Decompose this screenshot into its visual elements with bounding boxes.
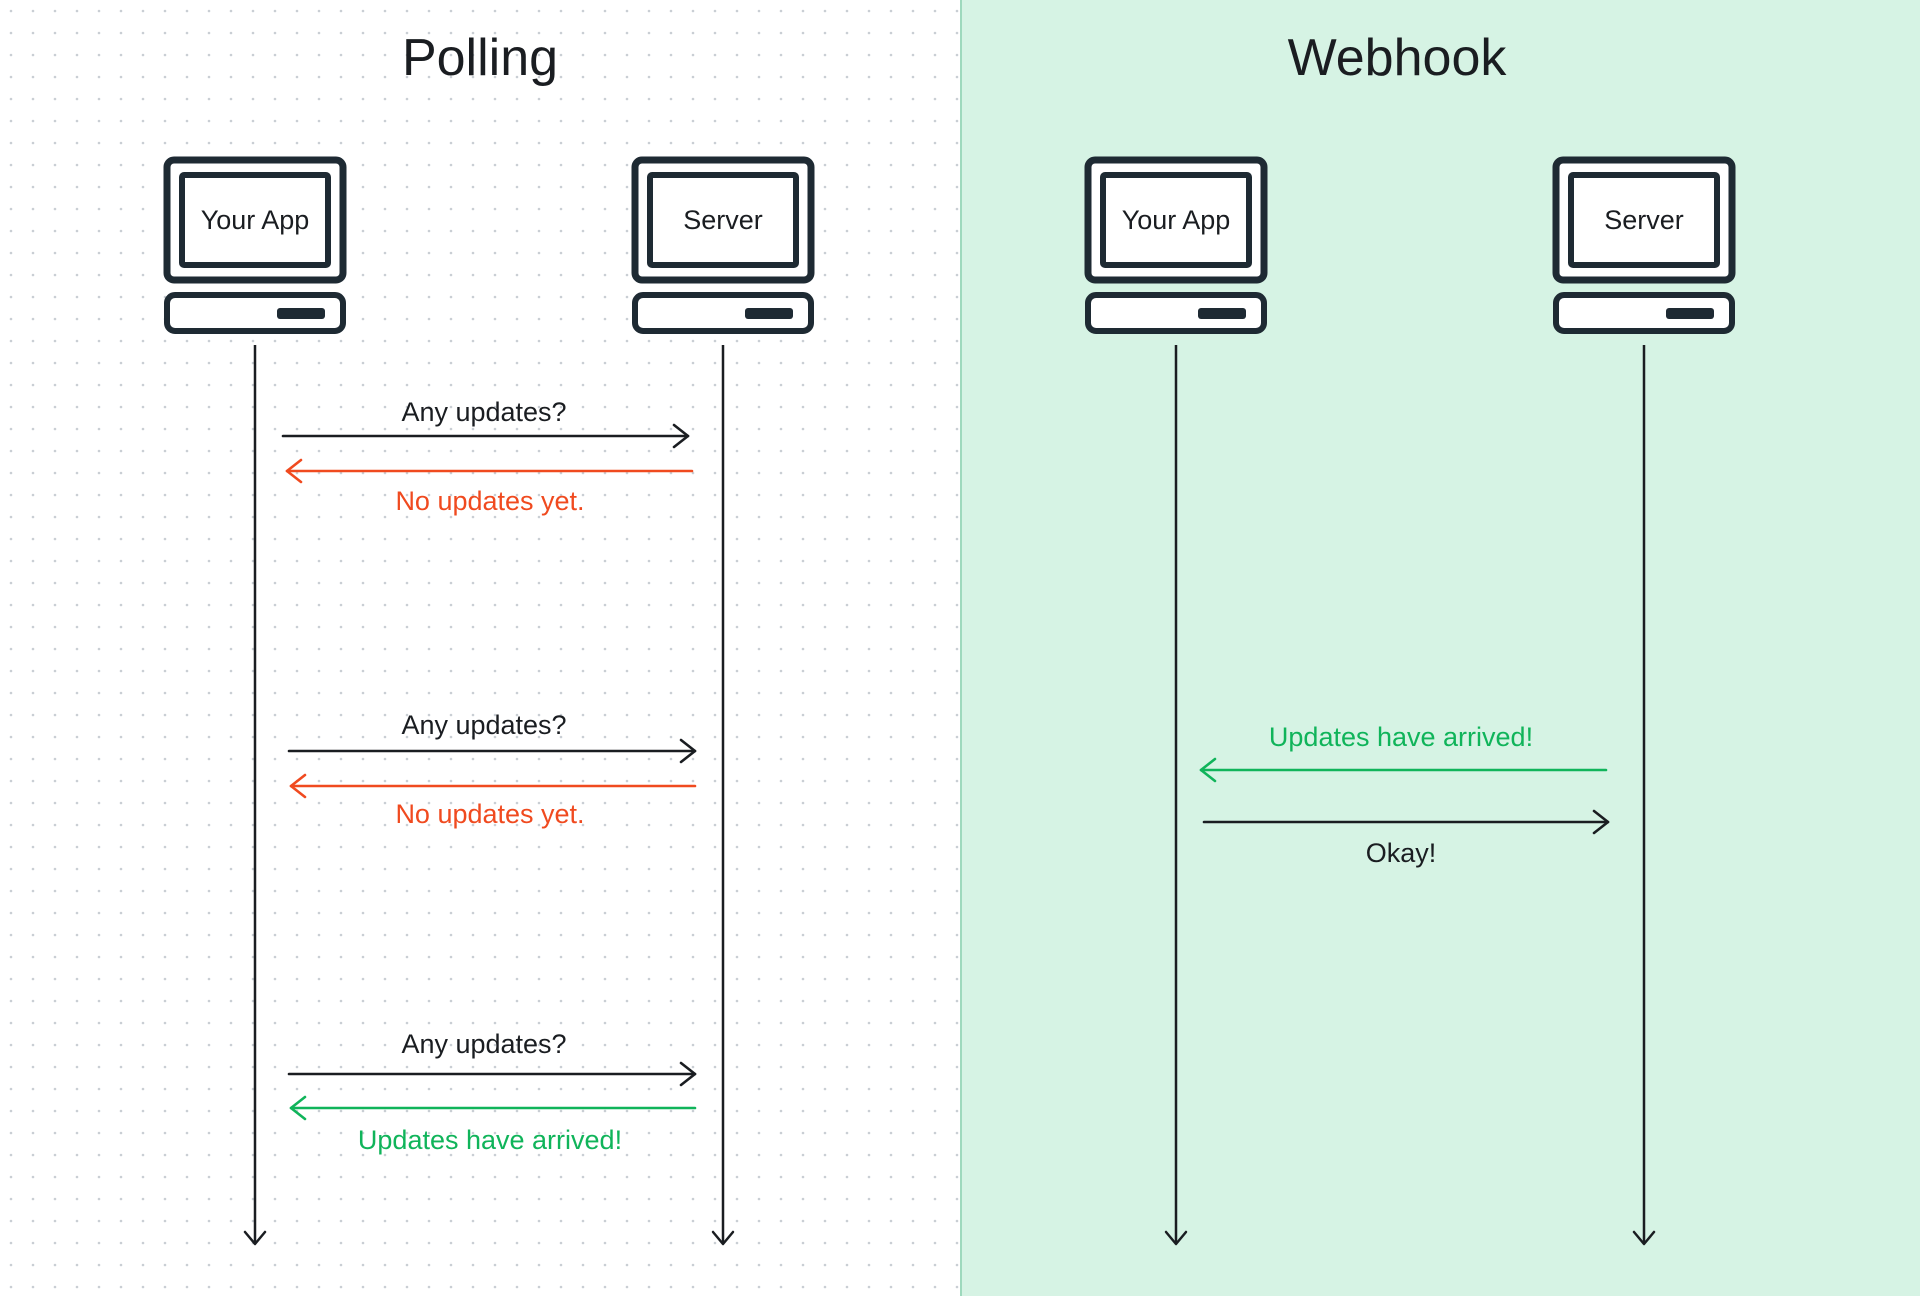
message-arrow xyxy=(289,1095,697,1121)
device-label: Server xyxy=(683,205,763,235)
message-app-to-server: Any updates? xyxy=(281,397,690,449)
polling-title: Polling xyxy=(402,29,558,87)
computer-icon xyxy=(1084,156,1268,334)
message-server-to-app: Updates have arrived! xyxy=(289,1095,697,1155)
message-label: Updates have arrived! xyxy=(358,1125,622,1155)
message-arrow xyxy=(285,458,694,484)
message-label: Any updates? xyxy=(401,710,566,740)
server-lifeline xyxy=(1632,345,1656,1246)
message-arrow xyxy=(287,738,697,764)
message-label: Updates have arrived! xyxy=(1269,722,1533,752)
webhook-messages: Updates have arrived! Okay! xyxy=(1199,722,1610,868)
message-server-to-app: No updates yet. xyxy=(285,458,694,516)
computer-icon xyxy=(631,156,815,334)
polling-panel: Polling Your App Server Any updates? No up… xyxy=(0,0,960,1296)
message-server-to-app: Updates have arrived! xyxy=(1199,722,1608,783)
message-app-to-server: Any updates? xyxy=(287,710,697,764)
webhook-panel: Webhook Your App Server Updates have arri… xyxy=(960,0,1920,1296)
message-arrow xyxy=(1202,809,1610,835)
your-app-lifeline xyxy=(1164,345,1188,1246)
message-app-to-server: Okay! xyxy=(1202,809,1610,868)
server-lifeline xyxy=(711,345,735,1246)
message-label: Any updates? xyxy=(401,397,566,427)
device-label: Your App xyxy=(1122,205,1231,235)
message-arrow xyxy=(287,1061,697,1087)
device-server: Server xyxy=(1552,156,1736,334)
message-label: No updates yet. xyxy=(395,799,584,829)
device-server: Server xyxy=(631,156,815,334)
computer-icon xyxy=(163,156,347,334)
message-arrow xyxy=(289,773,697,799)
device-label: Server xyxy=(1604,205,1684,235)
dot-grid xyxy=(0,0,960,1296)
message-arrow xyxy=(1199,757,1608,783)
message-arrow xyxy=(281,423,690,449)
your-app-lifeline xyxy=(243,345,267,1246)
polling-devices: Your App Server xyxy=(163,156,815,334)
message-label: Okay! xyxy=(1366,838,1437,868)
device-label: Your App xyxy=(201,205,310,235)
webhook-lifelines xyxy=(1164,345,1656,1246)
device-your-app: Your App xyxy=(1084,156,1268,334)
computer-icon xyxy=(1552,156,1736,334)
polling-lifelines xyxy=(243,345,735,1246)
message-app-to-server: Any updates? xyxy=(287,1029,697,1087)
webhook-devices: Your App Server xyxy=(1084,156,1736,334)
webhook-title: Webhook xyxy=(1288,29,1508,87)
polling-messages: Any updates? No updates yet. Any updates? N… xyxy=(281,397,697,1155)
device-your-app: Your App xyxy=(163,156,347,334)
message-label: Any updates? xyxy=(401,1029,566,1059)
message-label: No updates yet. xyxy=(395,486,584,516)
message-server-to-app: No updates yet. xyxy=(289,773,697,829)
